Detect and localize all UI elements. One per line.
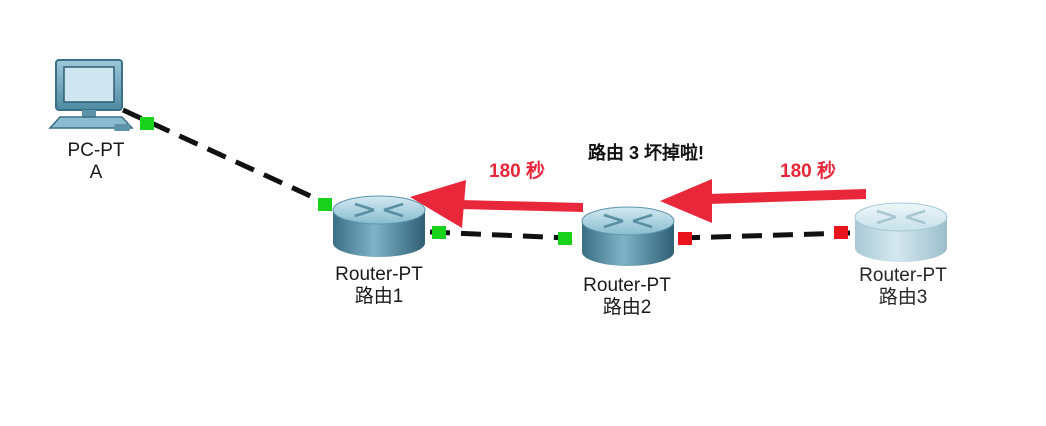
port-light-router3-left bbox=[834, 226, 848, 239]
port-light-router2-left bbox=[558, 232, 572, 245]
router3-icon[interactable] bbox=[854, 202, 948, 262]
router2-type-label: Router-PT bbox=[583, 275, 671, 296]
pc-name-label: A bbox=[89, 162, 103, 183]
pc-type-label: PC-PT bbox=[67, 140, 125, 161]
cable-pc-router1[interactable] bbox=[121, 107, 332, 208]
arrow-to-router1 bbox=[410, 180, 583, 228]
router3-label: Router-PT 路由3 bbox=[838, 265, 968, 309]
timer-label-right: 180 秒 bbox=[780, 161, 836, 182]
router1-label: Router-PT 路由1 bbox=[314, 264, 444, 308]
router2-label: Router-PT 路由2 bbox=[562, 275, 692, 319]
pc-icon[interactable] bbox=[48, 59, 134, 131]
router1-name-label: 路由1 bbox=[354, 286, 404, 307]
arrow-to-router2 bbox=[660, 179, 866, 223]
update-arrows bbox=[410, 179, 866, 228]
port-light-router1-left bbox=[318, 198, 332, 211]
router1-type-label: Router-PT bbox=[335, 264, 423, 285]
router2-name-label: 路由2 bbox=[602, 297, 652, 318]
pc-label: PC-PT A bbox=[56, 140, 136, 184]
cable-router2-router3[interactable] bbox=[679, 230, 851, 241]
port-light-router1-right bbox=[432, 226, 446, 239]
router3-name-label: 路由3 bbox=[878, 287, 928, 308]
port-light-router2-right bbox=[678, 232, 692, 245]
port-light-pc bbox=[140, 117, 154, 130]
router3-type-label: Router-PT bbox=[859, 265, 947, 286]
failure-note: 路由 3 坏掉啦! bbox=[588, 143, 705, 163]
cable-router1-router2[interactable] bbox=[429, 229, 569, 241]
timer-label-left: 180 秒 bbox=[489, 161, 545, 182]
router1-icon[interactable] bbox=[332, 195, 426, 257]
router2-icon[interactable] bbox=[581, 206, 675, 266]
port-lights bbox=[140, 117, 848, 245]
cables bbox=[121, 107, 851, 241]
